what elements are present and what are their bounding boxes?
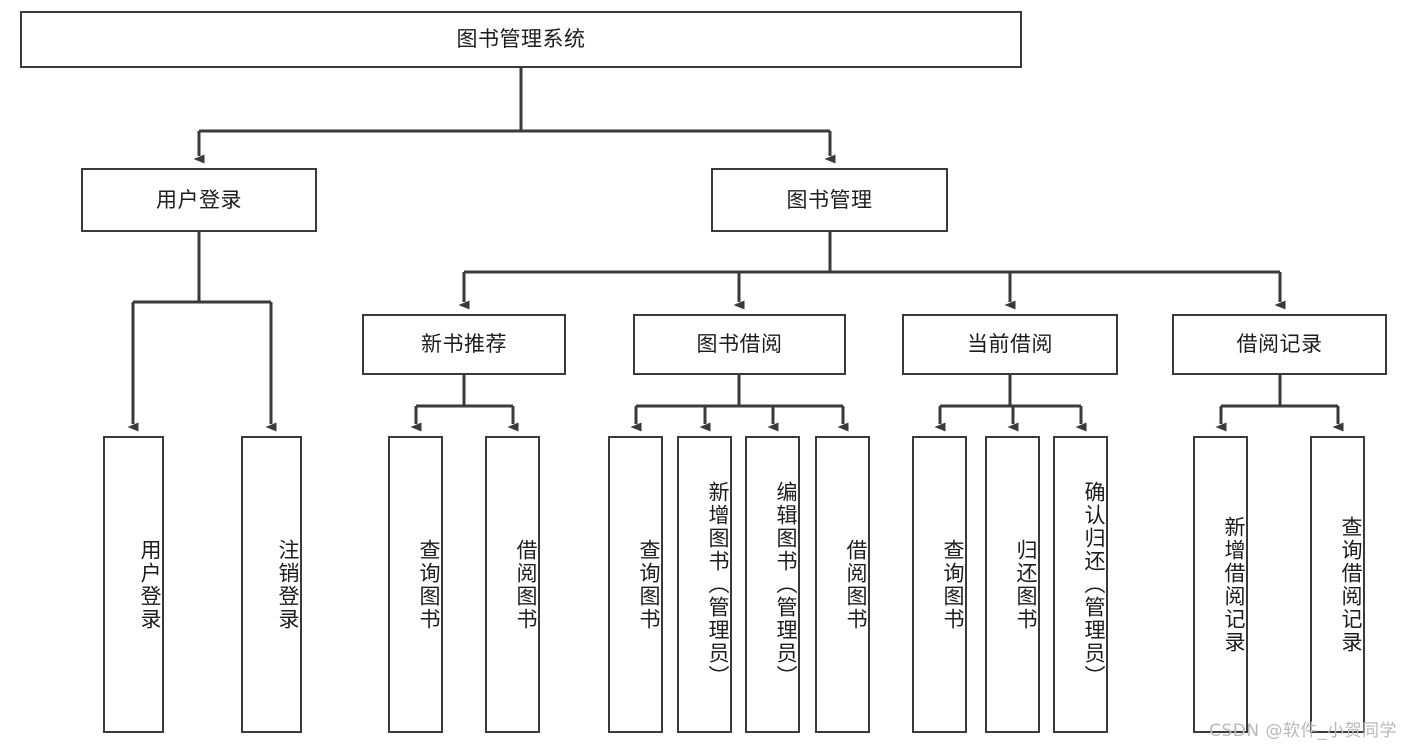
node-book-management-label: 图书管理 <box>786 187 873 212</box>
node-leaf-query-record[interactable]: 查询借阅记录 <box>1310 436 1365 733</box>
node-leaf-query-record-label: 查询借阅记录 <box>1339 515 1363 654</box>
node-current-borrow[interactable]: 当前借阅 <box>902 314 1118 375</box>
node-book-management[interactable]: 图书管理 <box>711 168 948 232</box>
node-root[interactable]: 图书管理系统 <box>20 11 1022 68</box>
node-leaf-query-book-3[interactable]: 查询图书 <box>912 436 967 733</box>
node-user-login[interactable]: 用户登录 <box>81 168 317 232</box>
node-new-book-recommend-label: 新书推荐 <box>421 332 507 357</box>
node-leaf-query-book-3-label: 查询图书 <box>941 538 965 631</box>
node-leaf-user-login[interactable]: 用户登录 <box>103 436 164 733</box>
node-leaf-borrow-book-1-label: 借阅图书 <box>514 538 538 631</box>
node-leaf-logout[interactable]: 注销登录 <box>241 436 302 733</box>
node-leaf-add-book-label: 新增图书（管理员） <box>706 481 730 688</box>
csdn-watermark: CSDN @软件_小贺同学 <box>1209 721 1397 741</box>
node-leaf-add-record[interactable]: 新增借阅记录 <box>1193 436 1248 733</box>
node-leaf-query-book-2-label: 查询图书 <box>637 538 661 631</box>
node-leaf-logout-label: 注销登录 <box>276 538 300 631</box>
node-leaf-query-book-2[interactable]: 查询图书 <box>608 436 663 733</box>
node-leaf-borrow-book-1[interactable]: 借阅图书 <box>485 436 540 733</box>
node-root-label: 图书管理系统 <box>456 27 586 52</box>
node-leaf-return-book-label: 归还图书 <box>1014 538 1038 631</box>
node-borrow-record[interactable]: 借阅记录 <box>1172 314 1387 375</box>
node-leaf-add-record-label: 新增借阅记录 <box>1222 515 1246 654</box>
node-leaf-query-book-1[interactable]: 查询图书 <box>388 436 443 733</box>
node-leaf-query-book-1-label: 查询图书 <box>417 538 441 631</box>
node-borrow-record-label: 借阅记录 <box>1236 332 1323 357</box>
node-book-borrow-label: 图书借阅 <box>696 332 783 357</box>
node-leaf-confirm-return-label: 确认归还（管理员） <box>1082 481 1106 688</box>
node-leaf-borrow-book-2[interactable]: 借阅图书 <box>815 436 870 733</box>
node-leaf-confirm-return[interactable]: 确认归还（管理员） <box>1053 436 1108 733</box>
node-leaf-edit-book[interactable]: 编辑图书（管理员） <box>745 436 800 733</box>
node-leaf-edit-book-label: 编辑图书（管理员） <box>774 481 798 688</box>
node-book-borrow[interactable]: 图书借阅 <box>633 314 846 375</box>
node-current-borrow-label: 当前借阅 <box>967 332 1053 357</box>
node-leaf-return-book[interactable]: 归还图书 <box>985 436 1040 733</box>
node-user-login-label: 用户登录 <box>156 187 242 212</box>
node-new-book-recommend[interactable]: 新书推荐 <box>362 314 566 375</box>
node-leaf-borrow-book-2-label: 借阅图书 <box>844 538 868 631</box>
node-leaf-add-book[interactable]: 新增图书（管理员） <box>677 436 732 733</box>
node-leaf-user-login-label: 用户登录 <box>138 538 162 631</box>
